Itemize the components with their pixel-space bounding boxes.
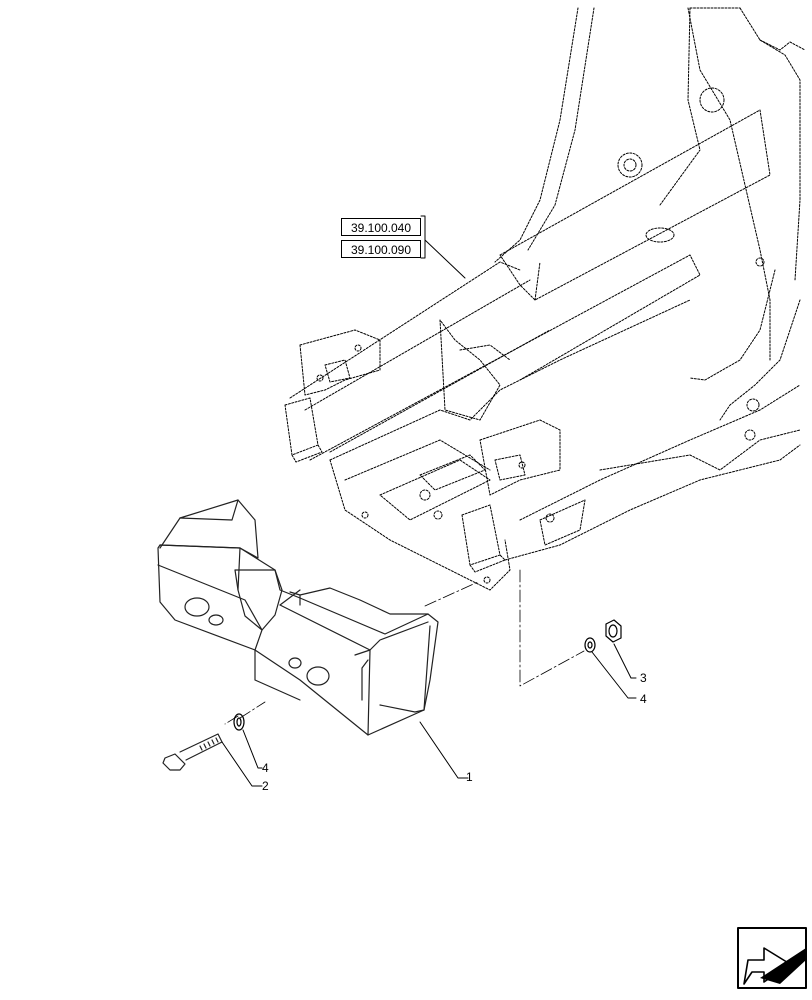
bolt	[162, 733, 223, 771]
reference-leader	[420, 215, 466, 279]
callout-washer-right: 4	[640, 692, 647, 706]
callout-leaders	[221, 643, 637, 787]
washer-right	[584, 637, 596, 653]
counterweight	[157, 499, 439, 736]
callout-nut: 3	[640, 671, 647, 685]
reference-code-2[interactable]: 39.100.090	[341, 240, 421, 258]
reference-code-1[interactable]: 39.100.040	[341, 218, 421, 236]
washer-left	[233, 713, 245, 731]
mounting-centerlines	[224, 569, 585, 725]
nut	[605, 619, 622, 643]
callout-bolt: 2	[262, 779, 269, 793]
callout-washer-left: 4	[262, 761, 269, 775]
chassis-frame	[284, 7, 806, 591]
callout-counterweight: 1	[466, 770, 473, 784]
direction-arrow-icon	[737, 927, 807, 989]
